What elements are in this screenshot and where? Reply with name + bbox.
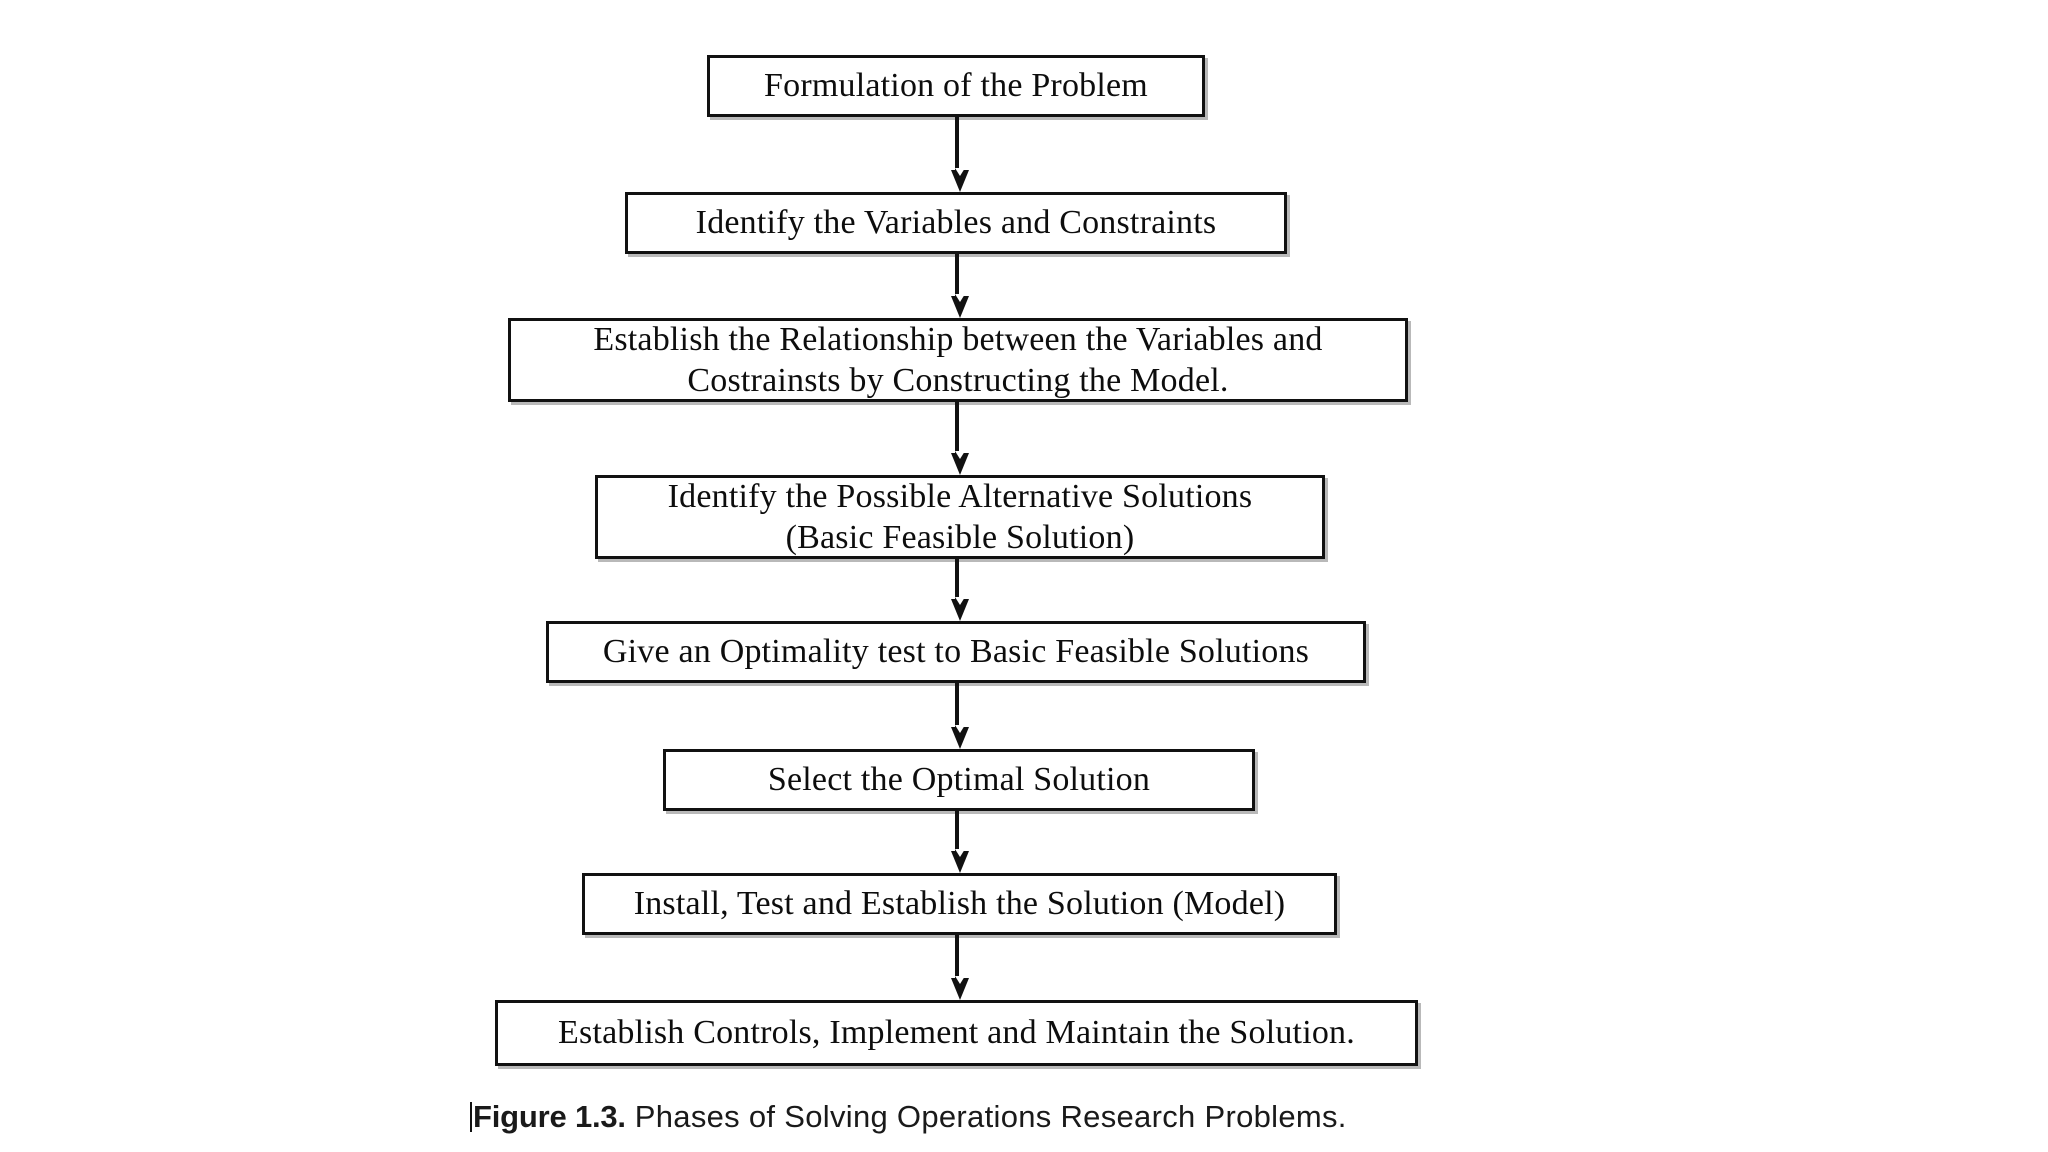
figure-caption: Figure 1.3. Phases of Solving Operations… — [470, 1099, 1570, 1134]
flow-node-identify-possible-alternative-solutions: Identify the Possible Alternative Soluti… — [595, 475, 1325, 559]
connector-arrow-4 — [951, 559, 969, 621]
connector-arrow-3 — [951, 402, 969, 475]
down-arrow-icon — [951, 976, 969, 1000]
flow-node-label: Formulation of the Problem — [764, 67, 1148, 105]
connector-line — [955, 402, 959, 455]
flow-node-install-test-establish-solution: Install, Test and Establish the Solution… — [582, 873, 1337, 935]
connector-arrow-7 — [951, 935, 969, 1000]
flow-node-select-optimal-solution: Select the Optimal Solution — [663, 749, 1255, 811]
connector-line — [955, 117, 959, 172]
connector-line — [955, 811, 959, 853]
figure-caption-text: Phases of Solving Operations Research Pr… — [625, 1099, 1347, 1134]
flow-node-label: Identify the Variables and Constraints — [695, 204, 1217, 242]
connector-line — [955, 683, 959, 729]
flow-node-label: Give an Optimality test to Basic Feasibl… — [602, 633, 1310, 671]
flow-node-formulation-of-the-problem: Formulation of the Problem — [707, 55, 1205, 117]
down-arrow-icon — [951, 597, 969, 621]
flowchart-diagram: Formulation of the Problem Identify the … — [495, 55, 1418, 1066]
figure-caption-number: Figure 1.3. — [473, 1099, 626, 1134]
flow-node-label: Install, Test and Establish the Solution… — [633, 885, 1286, 923]
down-arrow-icon — [951, 849, 969, 873]
connector-arrow-1 — [951, 117, 969, 192]
flow-node-establish-controls-implement-maintain: Establish Controls, Implement and Mainta… — [495, 1000, 1418, 1066]
flow-node-label: Establish Controls, Implement and Mainta… — [558, 1014, 1355, 1052]
down-arrow-icon — [951, 725, 969, 749]
connector-arrow-6 — [951, 811, 969, 873]
flow-node-label: Identify the Possible Alternative Soluti… — [667, 477, 1253, 556]
connector-arrow-5 — [951, 683, 969, 749]
connector-line — [955, 935, 959, 980]
flow-node-give-optimality-test: Give an Optimality test to Basic Feasibl… — [546, 621, 1366, 683]
down-arrow-icon — [951, 168, 969, 192]
down-arrow-icon — [951, 294, 969, 318]
connector-arrow-2 — [951, 254, 969, 318]
flow-node-identify-variables-and-constraints: Identify the Variables and Constraints — [625, 192, 1287, 254]
flow-node-establish-relationship-construct-model: Establish the Relationship between the V… — [508, 318, 1408, 402]
flow-node-label: Establish the Relationship between the V… — [593, 320, 1323, 399]
connector-line — [955, 559, 959, 601]
flow-node-label: Select the Optimal Solution — [767, 761, 1151, 799]
text-caret — [470, 1102, 472, 1132]
down-arrow-icon — [951, 451, 969, 475]
connector-line — [955, 254, 959, 298]
